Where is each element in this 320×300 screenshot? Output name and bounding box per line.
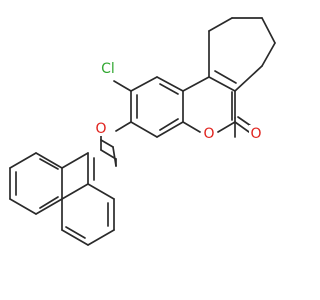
chlorine-label: Cl: [101, 61, 115, 77]
ether-oxygen-label: O: [95, 121, 106, 137]
naphthalene-ring: [9, 152, 115, 246]
c-cl-bond: [113, 80, 132, 92]
carbonyl: [234, 116, 252, 133]
ring-oxygen-label: O: [203, 126, 214, 142]
molecule-diagram: Cl O O O: [9, 17, 276, 246]
cyclohexene-ring: [208, 17, 276, 92]
lactone-ring: [182, 76, 236, 138]
carbonyl-oxygen-label: O: [250, 126, 261, 142]
benzo-ring: [130, 76, 184, 138]
methylene-bridge: [100, 139, 117, 167]
structure-drawing: Cl O O O: [9, 17, 276, 246]
